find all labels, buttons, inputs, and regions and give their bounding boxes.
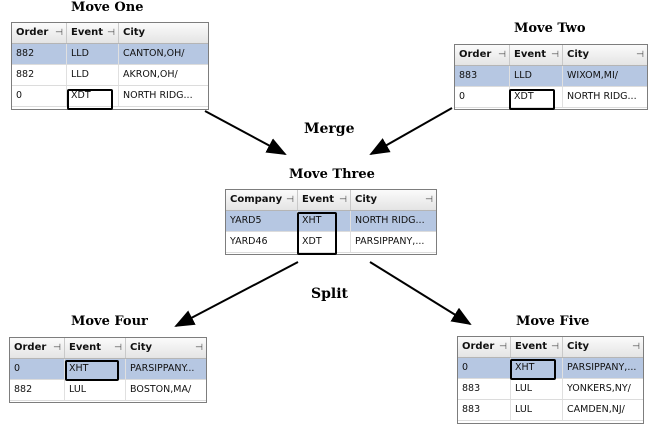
table-row[interactable]: 0 XDT NORTH RIDG... <box>455 87 647 108</box>
cell-city: PARSIPPANY... <box>130 363 195 374</box>
cell-order: 0 <box>12 86 67 106</box>
cell-order: 882 <box>10 380 65 400</box>
table-row[interactable]: 883 LUL YONKERS,NY/ <box>458 379 643 400</box>
cell-city: AKRON,OH/ <box>123 69 178 80</box>
caption-move-five: Move Five <box>516 314 590 329</box>
move-two-table: Order⊣ Event⊣ City⊣ 883 LLD WIXOM,MI/ 0 … <box>454 44 648 110</box>
table-row[interactable]: 883 LLD WIXOM,MI/ <box>455 66 647 87</box>
caption-move-four: Move Four <box>71 314 148 329</box>
arrow-move-two-to-three <box>369 107 453 155</box>
cell-city: PARSIPPANY,... <box>355 236 425 247</box>
table-row[interactable]: 0 XHT PARSIPPANY,... <box>458 358 643 379</box>
cell-city: CANTON,OH/ <box>123 48 185 59</box>
column-header-event[interactable]: Event⊣ <box>511 337 563 357</box>
pin-icon[interactable]: ⊣ <box>114 343 122 353</box>
cell-city: BOSTON,MA/ <box>130 384 192 395</box>
cell-event: LLD <box>67 44 119 64</box>
caption-move-three: Move Three <box>289 167 375 182</box>
cell-order: 882 <box>12 44 67 64</box>
table-row[interactable]: 0 XHT PARSIPPANY... <box>10 359 206 380</box>
cell-order: 0 <box>458 358 511 378</box>
move-three-table: Company⊣ Event⊣ City⊣ YARD5 XHT NORTH RI… <box>225 189 437 255</box>
column-header-city[interactable]: City⊣ <box>126 338 206 358</box>
pin-icon[interactable]: ⊣ <box>53 343 61 353</box>
caption-move-one: Move One <box>71 0 144 15</box>
pin-icon[interactable]: ⊣ <box>498 50 506 60</box>
column-header-event[interactable]: Event⊣ <box>65 338 126 358</box>
cell-event: LLD <box>510 66 563 86</box>
pin-icon[interactable]: ⊣ <box>339 195 347 205</box>
cell-event: LUL <box>511 379 563 399</box>
cell-event: XDT <box>510 87 563 107</box>
table-row[interactable]: 883 LUL CAMDEN,NJ/ <box>458 400 643 421</box>
cell-event: LUL <box>65 380 126 400</box>
table-row[interactable]: 882 LLD AKRON,OH/ <box>12 65 208 86</box>
column-header-order[interactable]: Order⊣ <box>458 337 511 357</box>
arrow-move-three-to-five <box>369 261 472 326</box>
move-four-table: Order⊣ Event⊣ City⊣ 0 XHT PARSIPPANY... … <box>9 337 207 403</box>
pin-icon[interactable]: ⊣ <box>425 195 433 205</box>
table-row[interactable]: YARD46 XDT PARSIPPANY,... <box>226 232 436 253</box>
pin-icon[interactable]: ⊣ <box>107 28 115 38</box>
table-row[interactable]: 882 LUL BOSTON,MA/ <box>10 380 206 401</box>
cell-city: CAMDEN,NJ/ <box>567 404 625 415</box>
cell-event: XHT <box>511 358 563 378</box>
caption-merge: Merge <box>304 121 355 137</box>
caption-move-two: Move Two <box>514 21 586 36</box>
cell-order: 0 <box>10 359 65 379</box>
table-row[interactable]: 882 LLD CANTON,OH/ <box>12 44 208 65</box>
cell-city: PARSIPPANY,... <box>567 362 637 373</box>
cell-city: YONKERS,NY/ <box>567 383 631 394</box>
column-header-event[interactable]: Event⊣ <box>510 45 563 65</box>
table-row[interactable]: YARD5 XHT NORTH RIDG... <box>226 211 436 232</box>
column-header-order[interactable]: Order⊣ <box>10 338 65 358</box>
column-header-city[interactable]: City <box>123 27 146 38</box>
pin-icon[interactable]: ⊣ <box>636 50 644 60</box>
pin-icon[interactable]: ⊣ <box>286 195 294 205</box>
pin-icon[interactable]: ⊣ <box>551 342 559 352</box>
cell-company: YARD5 <box>226 211 298 231</box>
cell-order: 883 <box>455 66 510 86</box>
pin-icon[interactable]: ⊣ <box>195 343 203 353</box>
column-header-event[interactable]: Event⊣ <box>298 190 351 210</box>
cell-event: LUL <box>511 400 563 420</box>
column-header-event[interactable]: Event⊣ <box>67 23 119 43</box>
cell-event: XHT <box>298 211 351 231</box>
cell-city: NORTH RIDG... <box>355 215 425 226</box>
column-header-city[interactable]: City⊣ <box>351 190 436 210</box>
pin-icon[interactable]: ⊣ <box>499 342 507 352</box>
arrow-move-three-to-four <box>174 261 299 327</box>
cell-company: YARD46 <box>226 232 298 252</box>
column-header-order[interactable]: Order⊣ <box>12 23 67 43</box>
move-one-table: Order⊣ Event⊣ City 882 LLD CANTON,OH/ 88… <box>11 22 209 110</box>
arrow-move-one-to-three <box>204 110 287 155</box>
pin-icon[interactable]: ⊣ <box>55 28 63 38</box>
table-header: Order⊣ Event⊣ City⊣ <box>10 338 206 359</box>
table-header: Company⊣ Event⊣ City⊣ <box>226 190 436 211</box>
cell-order: 882 <box>12 65 67 85</box>
cell-city: NORTH RIDG... <box>567 91 637 102</box>
table-header: Order⊣ Event⊣ City <box>12 23 208 44</box>
move-five-table: Order⊣ Event⊣ City⊣ 0 XHT PARSIPPANY,...… <box>457 336 644 424</box>
cell-event: XDT <box>298 232 351 252</box>
table-header: Order⊣ Event⊣ City⊣ <box>455 45 647 66</box>
cell-event: XDT <box>67 86 119 106</box>
table-header: Order⊣ Event⊣ City⊣ <box>458 337 643 358</box>
cell-city: NORTH RIDG... <box>123 90 193 101</box>
cell-event: LLD <box>67 65 119 85</box>
cell-order: 0 <box>455 87 510 107</box>
table-row[interactable]: 0 XDT NORTH RIDG... <box>12 86 208 107</box>
cell-event: XHT <box>65 359 126 379</box>
cell-order: 883 <box>458 400 511 420</box>
caption-split: Split <box>311 286 349 302</box>
cell-order: 883 <box>458 379 511 399</box>
pin-icon[interactable]: ⊣ <box>632 342 640 352</box>
column-header-city[interactable]: City⊣ <box>563 337 643 357</box>
column-header-order[interactable]: Order⊣ <box>455 45 510 65</box>
cell-city: WIXOM,MI/ <box>567 70 618 81</box>
column-header-company[interactable]: Company⊣ <box>226 190 298 210</box>
pin-icon[interactable]: ⊣ <box>551 50 559 60</box>
column-header-city[interactable]: City⊣ <box>563 45 647 65</box>
